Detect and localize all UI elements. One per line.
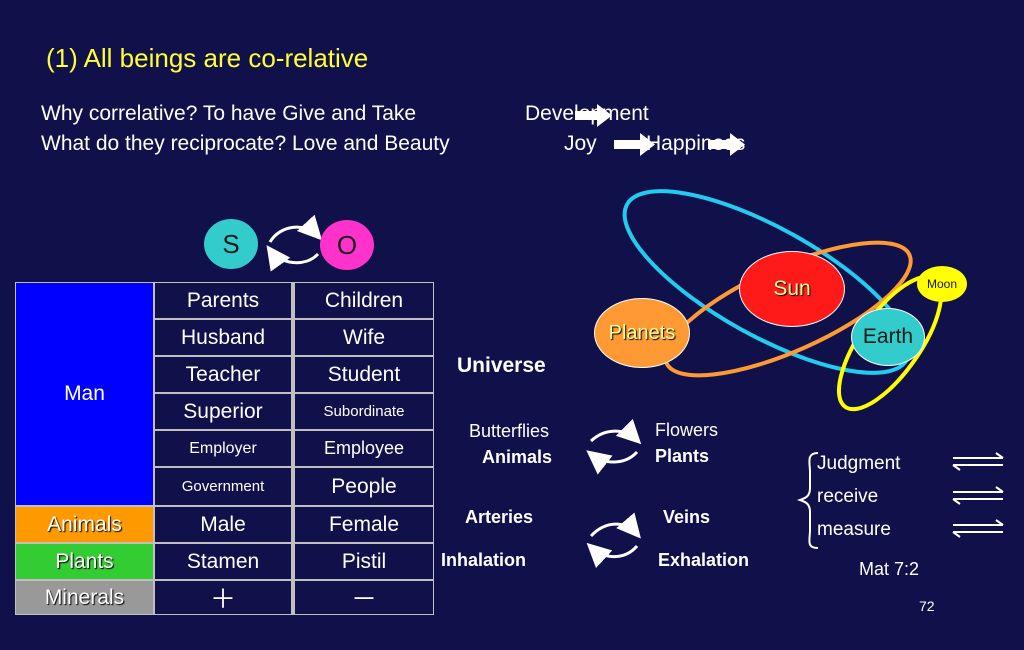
plants-cell: Plants bbox=[16, 544, 153, 579]
table-cell-subject: Stamen bbox=[155, 544, 291, 579]
minerals-cell: Minerals bbox=[16, 581, 153, 614]
table-cell-subject: Husband bbox=[155, 320, 291, 355]
exchange-arrows-icon bbox=[586, 418, 642, 475]
subject-label: S bbox=[222, 228, 240, 259]
object-text: Pistil bbox=[341, 549, 387, 573]
scripture-reference: Mat 7:2 bbox=[859, 559, 920, 579]
object-text: Subordinate bbox=[323, 403, 405, 420]
subject-text: Superior bbox=[183, 399, 263, 423]
planets-label: Planets bbox=[608, 321, 676, 344]
inhalation-label: Inhalation bbox=[441, 550, 526, 570]
table-cell-subject: Government bbox=[155, 468, 291, 505]
sun-label: Sun bbox=[773, 277, 811, 300]
double-arrow-icon bbox=[952, 486, 1004, 505]
intro-question-1: Why correlative? To have Give and Take bbox=[41, 102, 417, 125]
subject-circle: S bbox=[204, 219, 258, 269]
double-arrow-icon bbox=[952, 519, 1004, 538]
minerals-label: Minerals bbox=[44, 585, 125, 609]
object-text: Children bbox=[324, 288, 404, 312]
table-cell-object: Subordinate bbox=[295, 394, 433, 429]
table-cell-object: Children bbox=[295, 283, 433, 318]
table-cell-subject: ＋ bbox=[155, 581, 291, 614]
table-cell-subject: Employer bbox=[155, 431, 291, 466]
intro-question-2: What do they reciprocate? Love and Beaut… bbox=[41, 132, 450, 155]
moon-label: Moon bbox=[926, 277, 958, 291]
exchange-arrows-icon bbox=[266, 214, 323, 272]
subject-text: Male bbox=[200, 512, 246, 536]
arteries-label: Arteries bbox=[465, 507, 534, 527]
table-cell-subject: Male bbox=[155, 507, 291, 542]
subject-text: Husband bbox=[180, 325, 266, 349]
object-circle: O bbox=[320, 220, 374, 270]
animals-pair-label: Animals bbox=[482, 447, 553, 467]
table-cell-object: Pistil bbox=[295, 544, 433, 579]
object-text: People bbox=[331, 474, 397, 498]
table-cell-object: Female bbox=[295, 507, 433, 542]
universe-label: Universe bbox=[457, 354, 546, 377]
exhalation-label: Exhalation bbox=[658, 550, 750, 570]
subject-text: ＋ bbox=[209, 584, 236, 614]
receive-label: receive bbox=[817, 486, 879, 507]
earth-circle: Earth bbox=[851, 308, 925, 366]
intro-joy: Joy bbox=[564, 132, 597, 155]
butterflies-label: Butterflies bbox=[469, 421, 550, 441]
subject-text: Stamen bbox=[186, 549, 260, 573]
plants-pair-label: Plants bbox=[655, 446, 710, 466]
table-cell-object: People bbox=[295, 468, 433, 505]
subject-text: Government bbox=[181, 478, 265, 495]
table-cell-subject: Parents bbox=[155, 283, 291, 318]
measure-label: measure bbox=[817, 519, 891, 540]
table-cell-subject: Teacher bbox=[155, 357, 291, 392]
planets-circle: Planets bbox=[594, 298, 690, 368]
arrow-right-icon bbox=[708, 133, 745, 156]
veins-label: Veins bbox=[663, 507, 711, 527]
table-cell-object: － bbox=[295, 581, 433, 614]
table-cell-subject: Superior bbox=[155, 394, 291, 429]
plants-label: Plants bbox=[55, 549, 114, 573]
object-text: Student bbox=[327, 362, 401, 386]
arrow-right-icon bbox=[575, 104, 612, 127]
subject-text: Parents bbox=[186, 288, 260, 312]
intro-happiness: Happiness bbox=[646, 132, 746, 155]
animals-label: Animals bbox=[47, 512, 122, 536]
animals-cell: Animals bbox=[16, 507, 153, 542]
man-cell: Man bbox=[16, 283, 153, 505]
flowers-label: Flowers bbox=[655, 420, 719, 440]
slide-title: (1) All beings are co-relative bbox=[46, 43, 369, 73]
subject-text: Teacher bbox=[185, 362, 261, 386]
object-label: O bbox=[336, 229, 358, 260]
object-text: Employee bbox=[323, 438, 405, 458]
object-text: Wife bbox=[343, 325, 385, 349]
brace-icon bbox=[796, 452, 819, 549]
table-cell-object: Wife bbox=[295, 320, 433, 355]
earth-label: Earth bbox=[862, 325, 914, 348]
relationship-table: Man Animals Plants Minerals Parents Husb… bbox=[15, 282, 434, 615]
table-cell-object: Employee bbox=[295, 431, 433, 466]
man-label: Man bbox=[64, 382, 105, 405]
sun-circle: Sun bbox=[739, 251, 845, 327]
judgment-label: Judgment bbox=[817, 453, 901, 474]
arrow-right-icon bbox=[614, 133, 655, 156]
object-text: － bbox=[350, 584, 377, 614]
page-number: 72 bbox=[919, 598, 935, 614]
object-text: Female bbox=[328, 512, 400, 536]
moon-circle: Moon bbox=[917, 266, 967, 302]
exchange-arrows-icon bbox=[586, 512, 641, 569]
double-arrow-icon bbox=[952, 452, 1004, 471]
subject-text: Employer bbox=[189, 439, 257, 457]
table-cell-object: Student bbox=[295, 357, 433, 392]
